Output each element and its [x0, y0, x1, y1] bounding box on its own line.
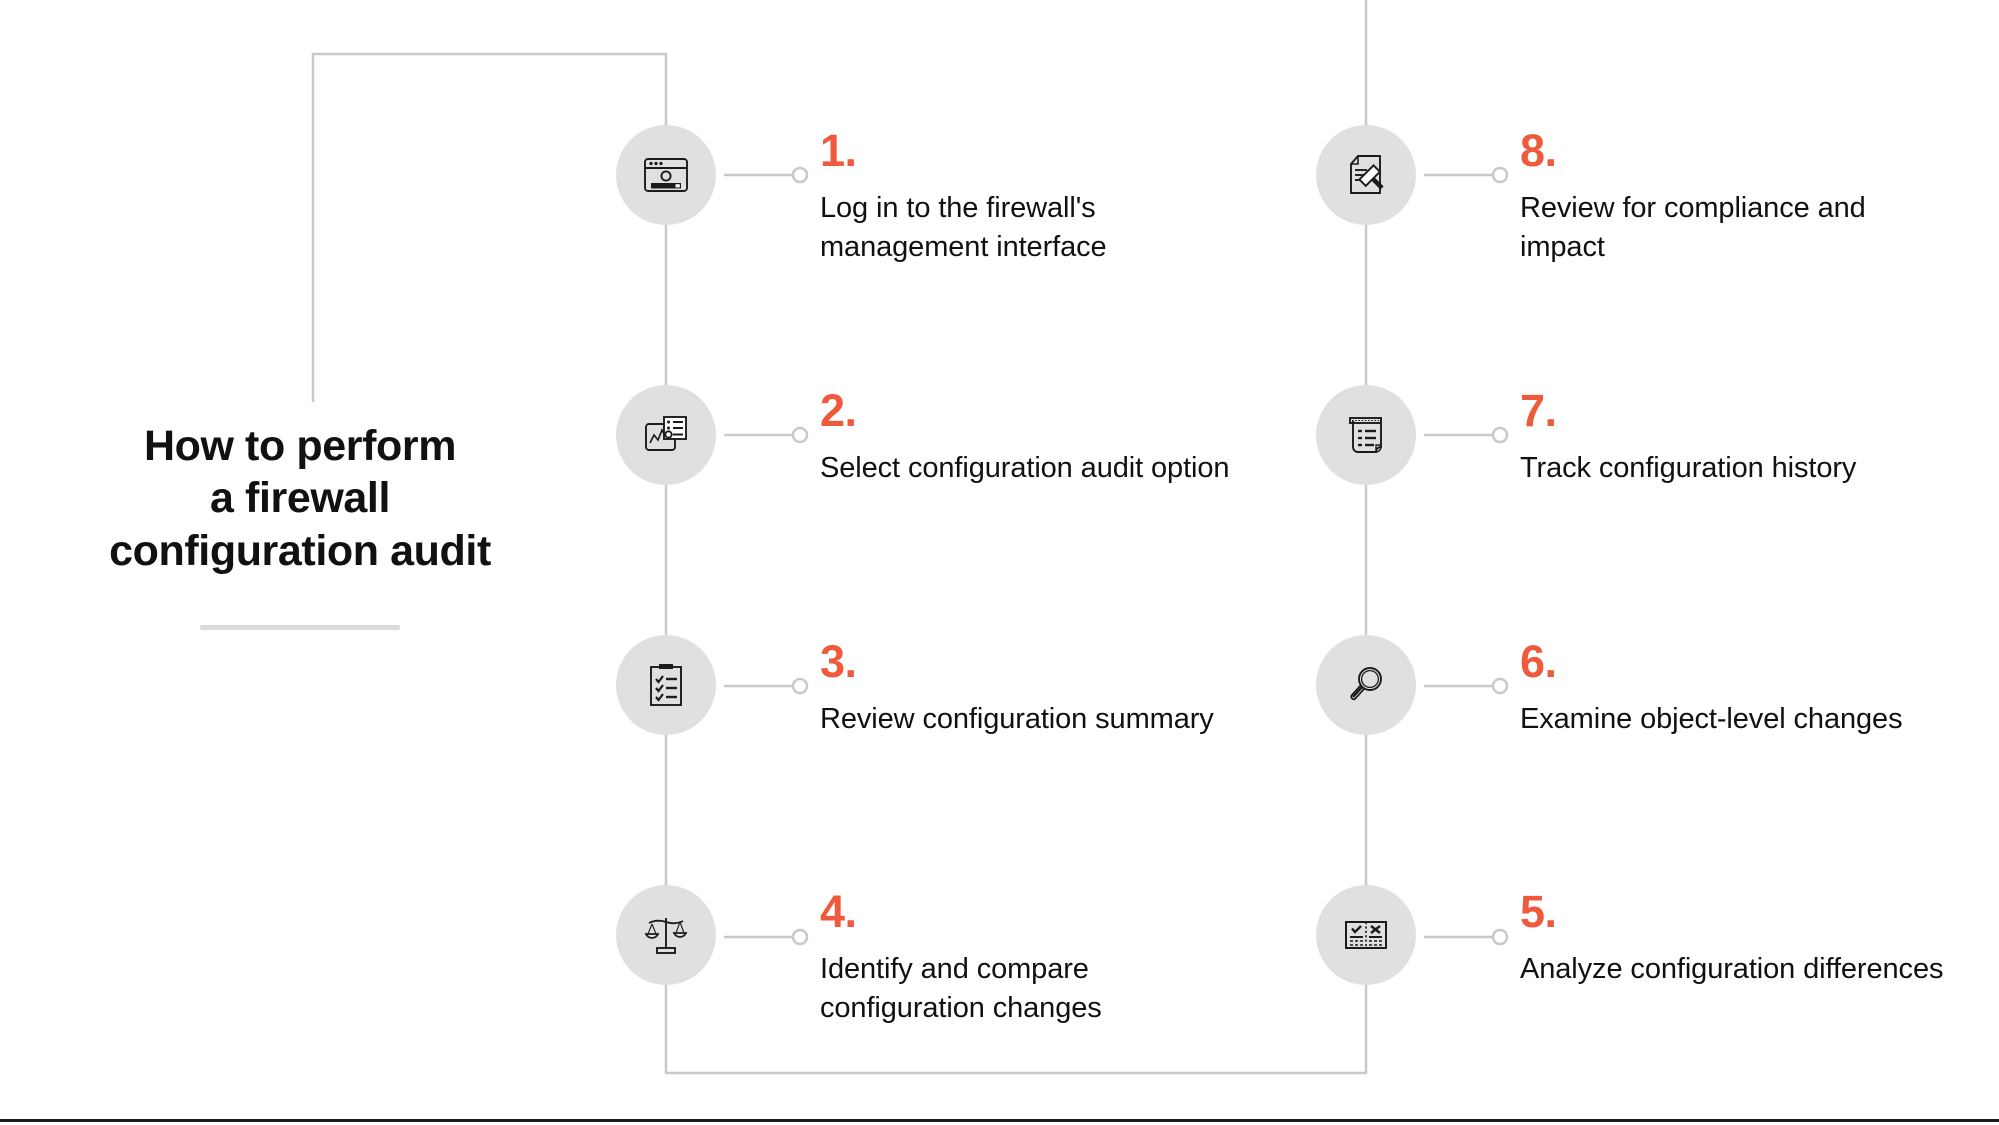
- step-2-label: Select configuration audit option: [820, 452, 1230, 484]
- document-gavel-icon: [1338, 147, 1394, 203]
- step-8-number: 8.: [1520, 125, 1557, 176]
- browser-login-icon: [638, 147, 694, 203]
- leader-dot-4: [791, 928, 809, 946]
- step-3-text: 3. Review configuration summary: [820, 639, 1250, 739]
- step-4-text: 4. Identify and compare configuration ch…: [820, 889, 1250, 1028]
- step-8-icon-circle: [1316, 125, 1416, 225]
- step-8-text: 8. Review for compliance and impact: [1520, 128, 1950, 267]
- step-7-label: Track configuration history: [1520, 452, 1857, 484]
- step-7-text: 7. Track configuration history: [1520, 388, 1950, 488]
- step-6-text: 6. Examine object-level changes: [1520, 639, 1950, 739]
- leader-dot-8: [1491, 166, 1509, 184]
- page-title-line-1: How to perform: [143, 422, 457, 470]
- step-1-label: Log in to the firewall's management inte…: [820, 192, 1107, 263]
- balance-scales-icon: [638, 907, 694, 963]
- step-4-icon-circle: [616, 885, 716, 985]
- step-3-number: 3.: [820, 636, 857, 687]
- step-6-number: 6.: [1520, 636, 1557, 687]
- page-title-line-3: configuration audit: [109, 526, 491, 575]
- step-5-icon-circle: [1316, 885, 1416, 985]
- step-1-icon-circle: [616, 125, 716, 225]
- leader-dot-7: [1491, 426, 1509, 444]
- step-2-text: 2. Select configuration audit option: [820, 388, 1250, 488]
- step-7-icon-circle: [1316, 385, 1416, 485]
- step-2-number: 2.: [820, 385, 857, 436]
- leader-dot-6: [1491, 677, 1509, 695]
- compare-check-cross-icon: [1338, 907, 1394, 963]
- leader-dot-2: [791, 426, 809, 444]
- leader-dot-5: [1491, 928, 1509, 946]
- magnifying-glass-icon: [1338, 657, 1394, 713]
- step-6-label: Examine object-level changes: [1520, 703, 1903, 735]
- chart-options-panel-icon: [638, 407, 694, 463]
- scroll-receipt-icon: [1338, 407, 1394, 463]
- leader-dot-1: [791, 166, 809, 184]
- page-title-line-2: a firewall: [209, 474, 391, 523]
- page-title: How to perform a firewall configuration …: [40, 420, 560, 577]
- step-8-label: Review for compliance and impact: [1520, 192, 1866, 263]
- step-2-icon-circle: [616, 385, 716, 485]
- step-1-number: 1.: [820, 125, 857, 176]
- step-3-label: Review configuration summary: [820, 703, 1214, 735]
- title-underline-rule: [200, 625, 400, 630]
- clipboard-checklist-icon: [638, 657, 694, 713]
- step-5-label: Analyze configuration differences: [1520, 953, 1944, 985]
- step-5-number: 5.: [1520, 886, 1557, 937]
- step-4-label: Identify and compare configuration chang…: [820, 953, 1102, 1024]
- step-5-text: 5. Analyze configuration differences: [1520, 889, 1950, 989]
- step-4-number: 4.: [820, 886, 857, 937]
- step-7-number: 7.: [1520, 385, 1557, 436]
- step-3-icon-circle: [616, 635, 716, 735]
- step-1-text: 1. Log in to the firewall's management i…: [820, 128, 1250, 267]
- leader-dot-3: [791, 677, 809, 695]
- footer-divider: [0, 1119, 1999, 1122]
- step-6-icon-circle: [1316, 635, 1416, 735]
- title-bracket-path: [311, 52, 668, 402]
